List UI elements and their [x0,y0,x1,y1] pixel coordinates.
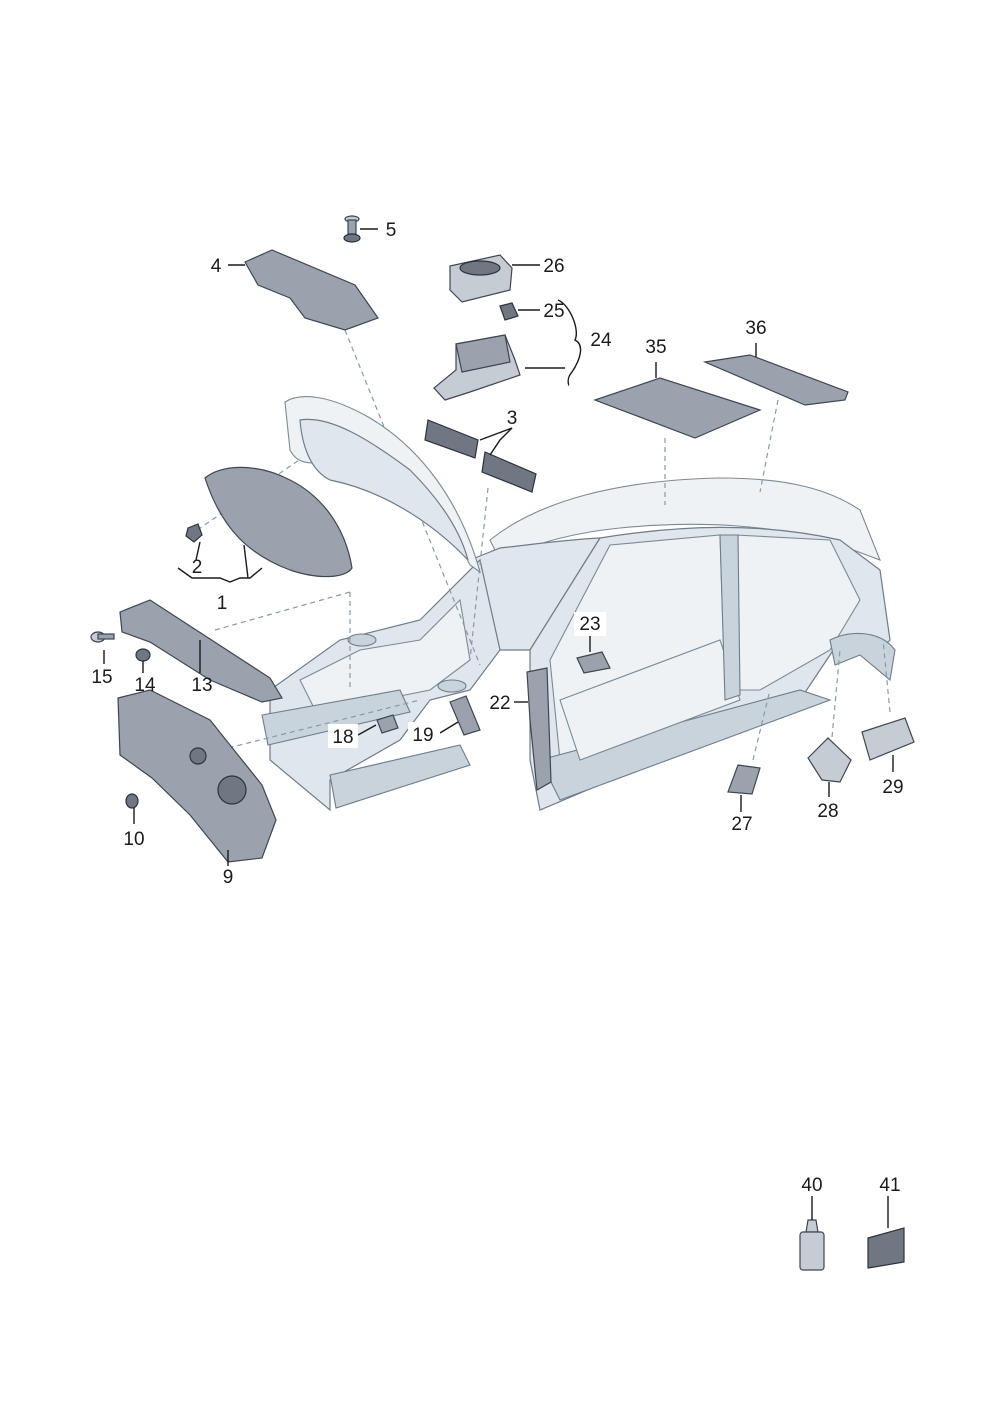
pad-27 [727,764,761,795]
callout-10: 10 [123,829,144,850]
callout-29: 29 [882,777,903,798]
callout-5: 5 [386,220,397,241]
callout-15: 15 [91,667,112,688]
callout-25: 25 [543,301,564,322]
pad-28 [807,737,852,783]
callout-40: 40 [801,1175,822,1196]
leader-lines [103,228,894,1228]
insulation-mat-4 [244,249,379,331]
grommet-10 [125,793,139,809]
firewall-insulation-9 [117,689,277,863]
firewall-hole-b [189,747,207,765]
callout-4: 4 [211,256,222,277]
callout-22: 22 [489,693,510,714]
car-body-shell [261,477,896,812]
clip-2 [185,523,203,543]
bonnet-inner [299,418,469,561]
box-part-26 [449,254,513,303]
callout-18: 18 [332,727,353,748]
callout-13: 13 [191,675,212,696]
housing-24 [433,334,521,401]
sealant-bottle-40 [799,1219,825,1271]
insert-23 [576,651,611,674]
callout-41: 41 [879,1175,900,1196]
clip-5 [343,215,361,243]
callout-35: 35 [645,337,666,358]
callout-1: 1 [217,593,228,614]
screw-15 [90,631,115,643]
callout-36: 36 [745,318,766,339]
roof-insulation-36 [702,354,849,406]
clip-25 [499,302,519,321]
callout-labels: 1 2 3 4 5 9 10 13 14 15 18 19 22 23 24 2… [91,220,903,1196]
callout-19: 19 [412,725,433,746]
callout-2: 2 [192,557,203,578]
callout-9: 9 [223,867,234,888]
callout-26: 26 [543,256,564,277]
grommet-14 [135,648,151,662]
pillar-trim-22 [526,667,552,791]
firewall-hole-a [217,775,247,805]
adhesive-pad-41 [867,1227,905,1269]
callout-23: 23 [579,614,600,635]
seal-3b [481,451,537,493]
callout-28: 28 [817,801,838,822]
cover-29 [861,717,915,761]
bonnet-insulation-1 [204,466,353,578]
roof-insulation-35 [593,377,762,439]
callout-3: 3 [507,408,518,429]
bulkhead-13 [119,599,283,703]
callout-14: 14 [134,675,156,696]
insert-18 [376,714,399,734]
callout-24: 24 [590,330,612,351]
callout-27: 27 [731,814,752,835]
seal-3a [424,419,479,459]
insert-19 [449,695,481,736]
